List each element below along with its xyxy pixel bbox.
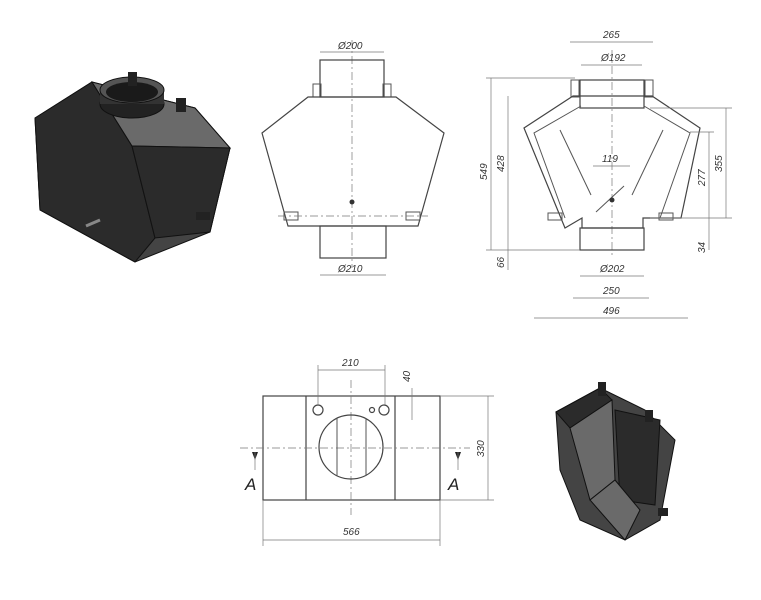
dim-119: 119: [602, 154, 618, 165]
side-view: 265 Ø192 119 Ø202 250 496 549 428 66 355…: [479, 30, 732, 319]
front-bottom-dia-label: Ø210: [337, 264, 363, 275]
dim-566: 566: [343, 527, 360, 538]
dim-330: 330: [476, 440, 487, 457]
section-label-right: A: [447, 475, 459, 494]
dim-66: 66: [496, 256, 507, 268]
dim-277: 277: [697, 169, 708, 187]
dim-192: Ø192: [600, 53, 626, 64]
dim-210: 210: [341, 358, 359, 369]
cutaway-view: [555, 382, 676, 541]
dim-40: 40: [402, 370, 413, 382]
plan-view: 210 40 330 566 A A: [240, 358, 494, 546]
dim-549: 549: [479, 163, 490, 180]
dim-250: 250: [602, 286, 620, 297]
dim-355: 355: [714, 155, 725, 172]
section-label-left: A: [244, 475, 256, 494]
dim-34: 34: [697, 241, 708, 253]
front-top-dia-label: Ø200: [337, 41, 363, 52]
dim-265: 265: [602, 30, 620, 41]
dim-496: 496: [603, 306, 620, 317]
dim-202: Ø202: [599, 264, 625, 275]
front-view: Ø200 Ø210: [261, 40, 445, 276]
isometric-view: [34, 72, 232, 263]
dim-428: 428: [496, 155, 507, 172]
